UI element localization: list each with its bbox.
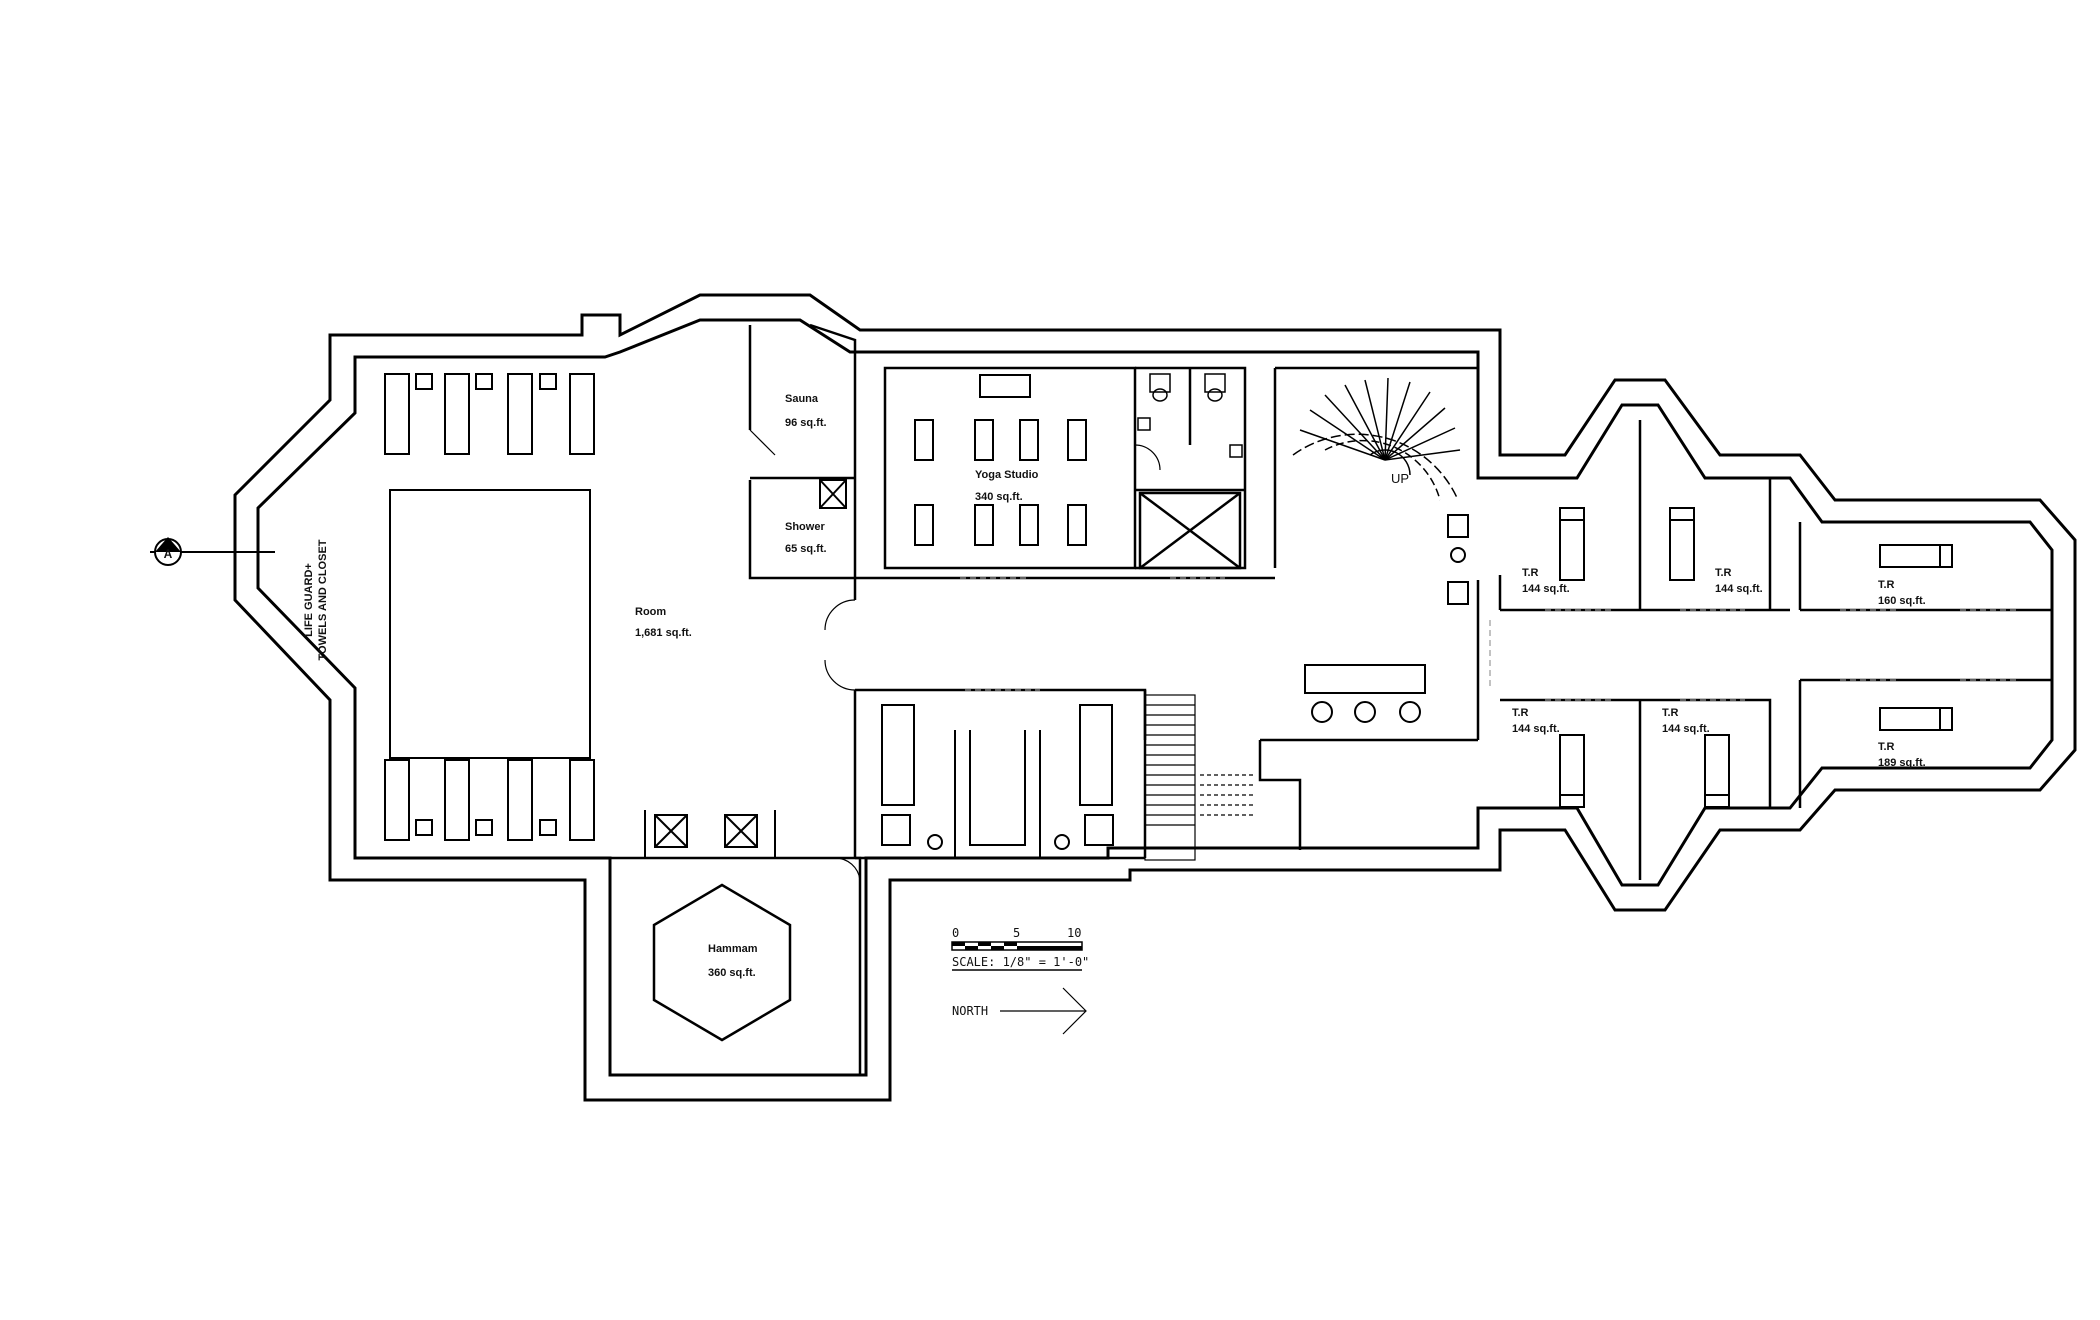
treatment-upper-walls bbox=[1498, 420, 2052, 612]
scale-tick-10: 10 bbox=[1067, 926, 1081, 940]
pool-room-label: Room bbox=[635, 606, 666, 618]
tr3-label: T.R bbox=[1878, 579, 1895, 591]
shower-area: 65 sq.ft. bbox=[785, 543, 827, 555]
sauna-wall bbox=[748, 323, 857, 580]
scale-tick-5: 5 bbox=[1013, 926, 1020, 940]
tr6-area: 189 sq.ft. bbox=[1878, 757, 1926, 769]
swimming-pool bbox=[389, 489, 591, 759]
tr1-area: 144 sq.ft. bbox=[1522, 583, 1570, 595]
sauna-label: Sauna bbox=[785, 393, 819, 405]
tr2-area: 144 sq.ft. bbox=[1715, 583, 1763, 595]
yoga-studio-walls bbox=[883, 366, 1137, 570]
pool-room-area: 1,681 sq.ft. bbox=[635, 627, 692, 639]
yoga-label: Yoga Studio bbox=[975, 469, 1039, 481]
stair-hall-walls bbox=[1273, 366, 1478, 568]
elevator-shaft bbox=[1138, 491, 1242, 570]
spiral-staircase bbox=[1292, 377, 1461, 501]
treatment-beds bbox=[1559, 507, 1953, 808]
elevator-x2 bbox=[1139, 492, 1241, 569]
section-marker-label: A bbox=[164, 547, 173, 561]
wc-block-walls bbox=[1135, 366, 1247, 570]
door-swings bbox=[749, 429, 1161, 881]
yoga-mats bbox=[914, 374, 1087, 546]
treatment-lower-walls bbox=[1500, 522, 2052, 880]
stair-up-label: UP bbox=[1391, 471, 1409, 486]
changing-rooms bbox=[881, 704, 1114, 858]
tr1-label: T.R bbox=[1522, 567, 1539, 579]
section-marker: A bbox=[150, 537, 275, 566]
north-arrow: NORTH bbox=[952, 987, 1087, 1035]
tr5-area: 144 sq.ft. bbox=[1662, 723, 1710, 735]
tr6-label: T.R bbox=[1878, 741, 1895, 753]
tr3-area: 160 sq.ft. bbox=[1878, 595, 1926, 607]
reception-desk bbox=[1304, 514, 1469, 723]
exterior-wall-inner bbox=[256, 318, 2054, 1077]
hammam-hexagon bbox=[652, 883, 792, 1042]
lounge-chairs bbox=[384, 373, 595, 841]
tr5-label: T.R bbox=[1662, 707, 1679, 719]
scale-bar: 0 5 10 SCALE: 1/8" = 1'-0" bbox=[951, 926, 1089, 971]
lifeguard-label-line2: TOWELS AND CLOSET bbox=[317, 539, 329, 660]
shower-label: Shower bbox=[785, 521, 825, 533]
north-label: NORTH bbox=[952, 1004, 988, 1018]
tr4-area: 144 sq.ft. bbox=[1512, 723, 1560, 735]
scale-tick-0: 0 bbox=[952, 926, 959, 940]
tr4-label: T.R bbox=[1512, 707, 1529, 719]
hammam-label: Hammam bbox=[708, 943, 758, 955]
hammam-walls bbox=[608, 856, 862, 1077]
yoga-area: 340 sq.ft. bbox=[975, 491, 1023, 503]
exterior-wall-outer bbox=[233, 293, 2077, 1102]
lifeguard-label-line1: LIFE GUARD+ bbox=[303, 563, 315, 637]
straight-stair bbox=[1144, 694, 1255, 861]
door-openings bbox=[960, 577, 2020, 701]
tr2-label: T.R bbox=[1715, 567, 1732, 579]
wc-fixtures bbox=[1137, 373, 1243, 458]
sauna-area: 96 sq.ft. bbox=[785, 417, 827, 429]
hammam-area: 360 sq.ft. bbox=[708, 967, 756, 979]
scale-text: SCALE: 1/8" = 1'-0" bbox=[952, 955, 1089, 969]
showers-poolside bbox=[644, 479, 847, 858]
locker-block-walls bbox=[855, 688, 1147, 860]
